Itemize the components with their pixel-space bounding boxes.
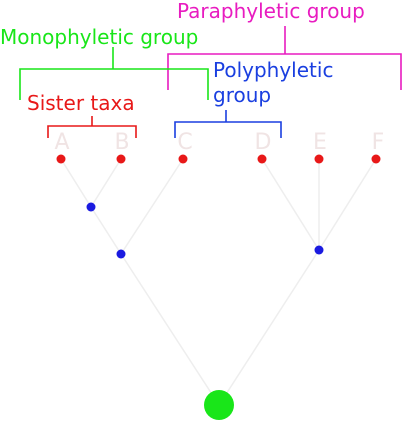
taxon-label-c: C — [177, 130, 192, 155]
taxon-label-f: F — [372, 130, 385, 155]
root-node — [204, 390, 234, 420]
polyphyletic-label-line2: group — [213, 83, 271, 107]
branch-to-a — [60, 158, 92, 208]
paraphyletic-group-label: Paraphyletic group — [177, 0, 365, 23]
internal-node-ab — [86, 202, 96, 212]
taxon-label-d: D — [255, 130, 272, 155]
leaf-nodes — [56, 154, 381, 164]
taxon-label-b: B — [114, 130, 129, 155]
internal-node-abc — [116, 249, 126, 259]
leaf-node-c — [178, 154, 188, 164]
paraphyletic-bracket — [167, 26, 402, 90]
branch-to-c — [120, 158, 184, 255]
branch-to-b — [90, 158, 122, 208]
polyphyletic-group-label: Polyphyletic group — [213, 58, 340, 107]
branch-inner-ab — [90, 206, 122, 255]
internal-nodes — [86, 202, 324, 259]
leaf-node-e — [314, 154, 324, 164]
branch-to-d — [261, 158, 320, 251]
leaf-node-f — [371, 154, 381, 164]
branch-root-left — [120, 253, 220, 406]
branch-to-f — [318, 158, 377, 251]
sister-taxa-bracket — [47, 116, 137, 138]
polyphyletic-bracket — [174, 110, 282, 138]
internal-node-def — [314, 245, 324, 255]
polyphyletic-label-line1: Polyphyletic — [213, 58, 333, 82]
leaf-node-d — [257, 154, 267, 164]
taxon-label-a: A — [54, 130, 69, 155]
taxon-label-e: E — [313, 130, 327, 155]
taxon-labels: A B C D E F — [54, 130, 384, 155]
monophyletic-bracket — [19, 47, 209, 100]
sister-taxa-label: Sister taxa — [27, 91, 135, 115]
leaf-node-b — [116, 154, 126, 164]
monophyletic-group-label: Monophyletic group — [0, 25, 198, 49]
leaf-node-a — [56, 154, 66, 164]
tree-branches — [60, 158, 377, 406]
branch-root-right — [218, 249, 320, 406]
